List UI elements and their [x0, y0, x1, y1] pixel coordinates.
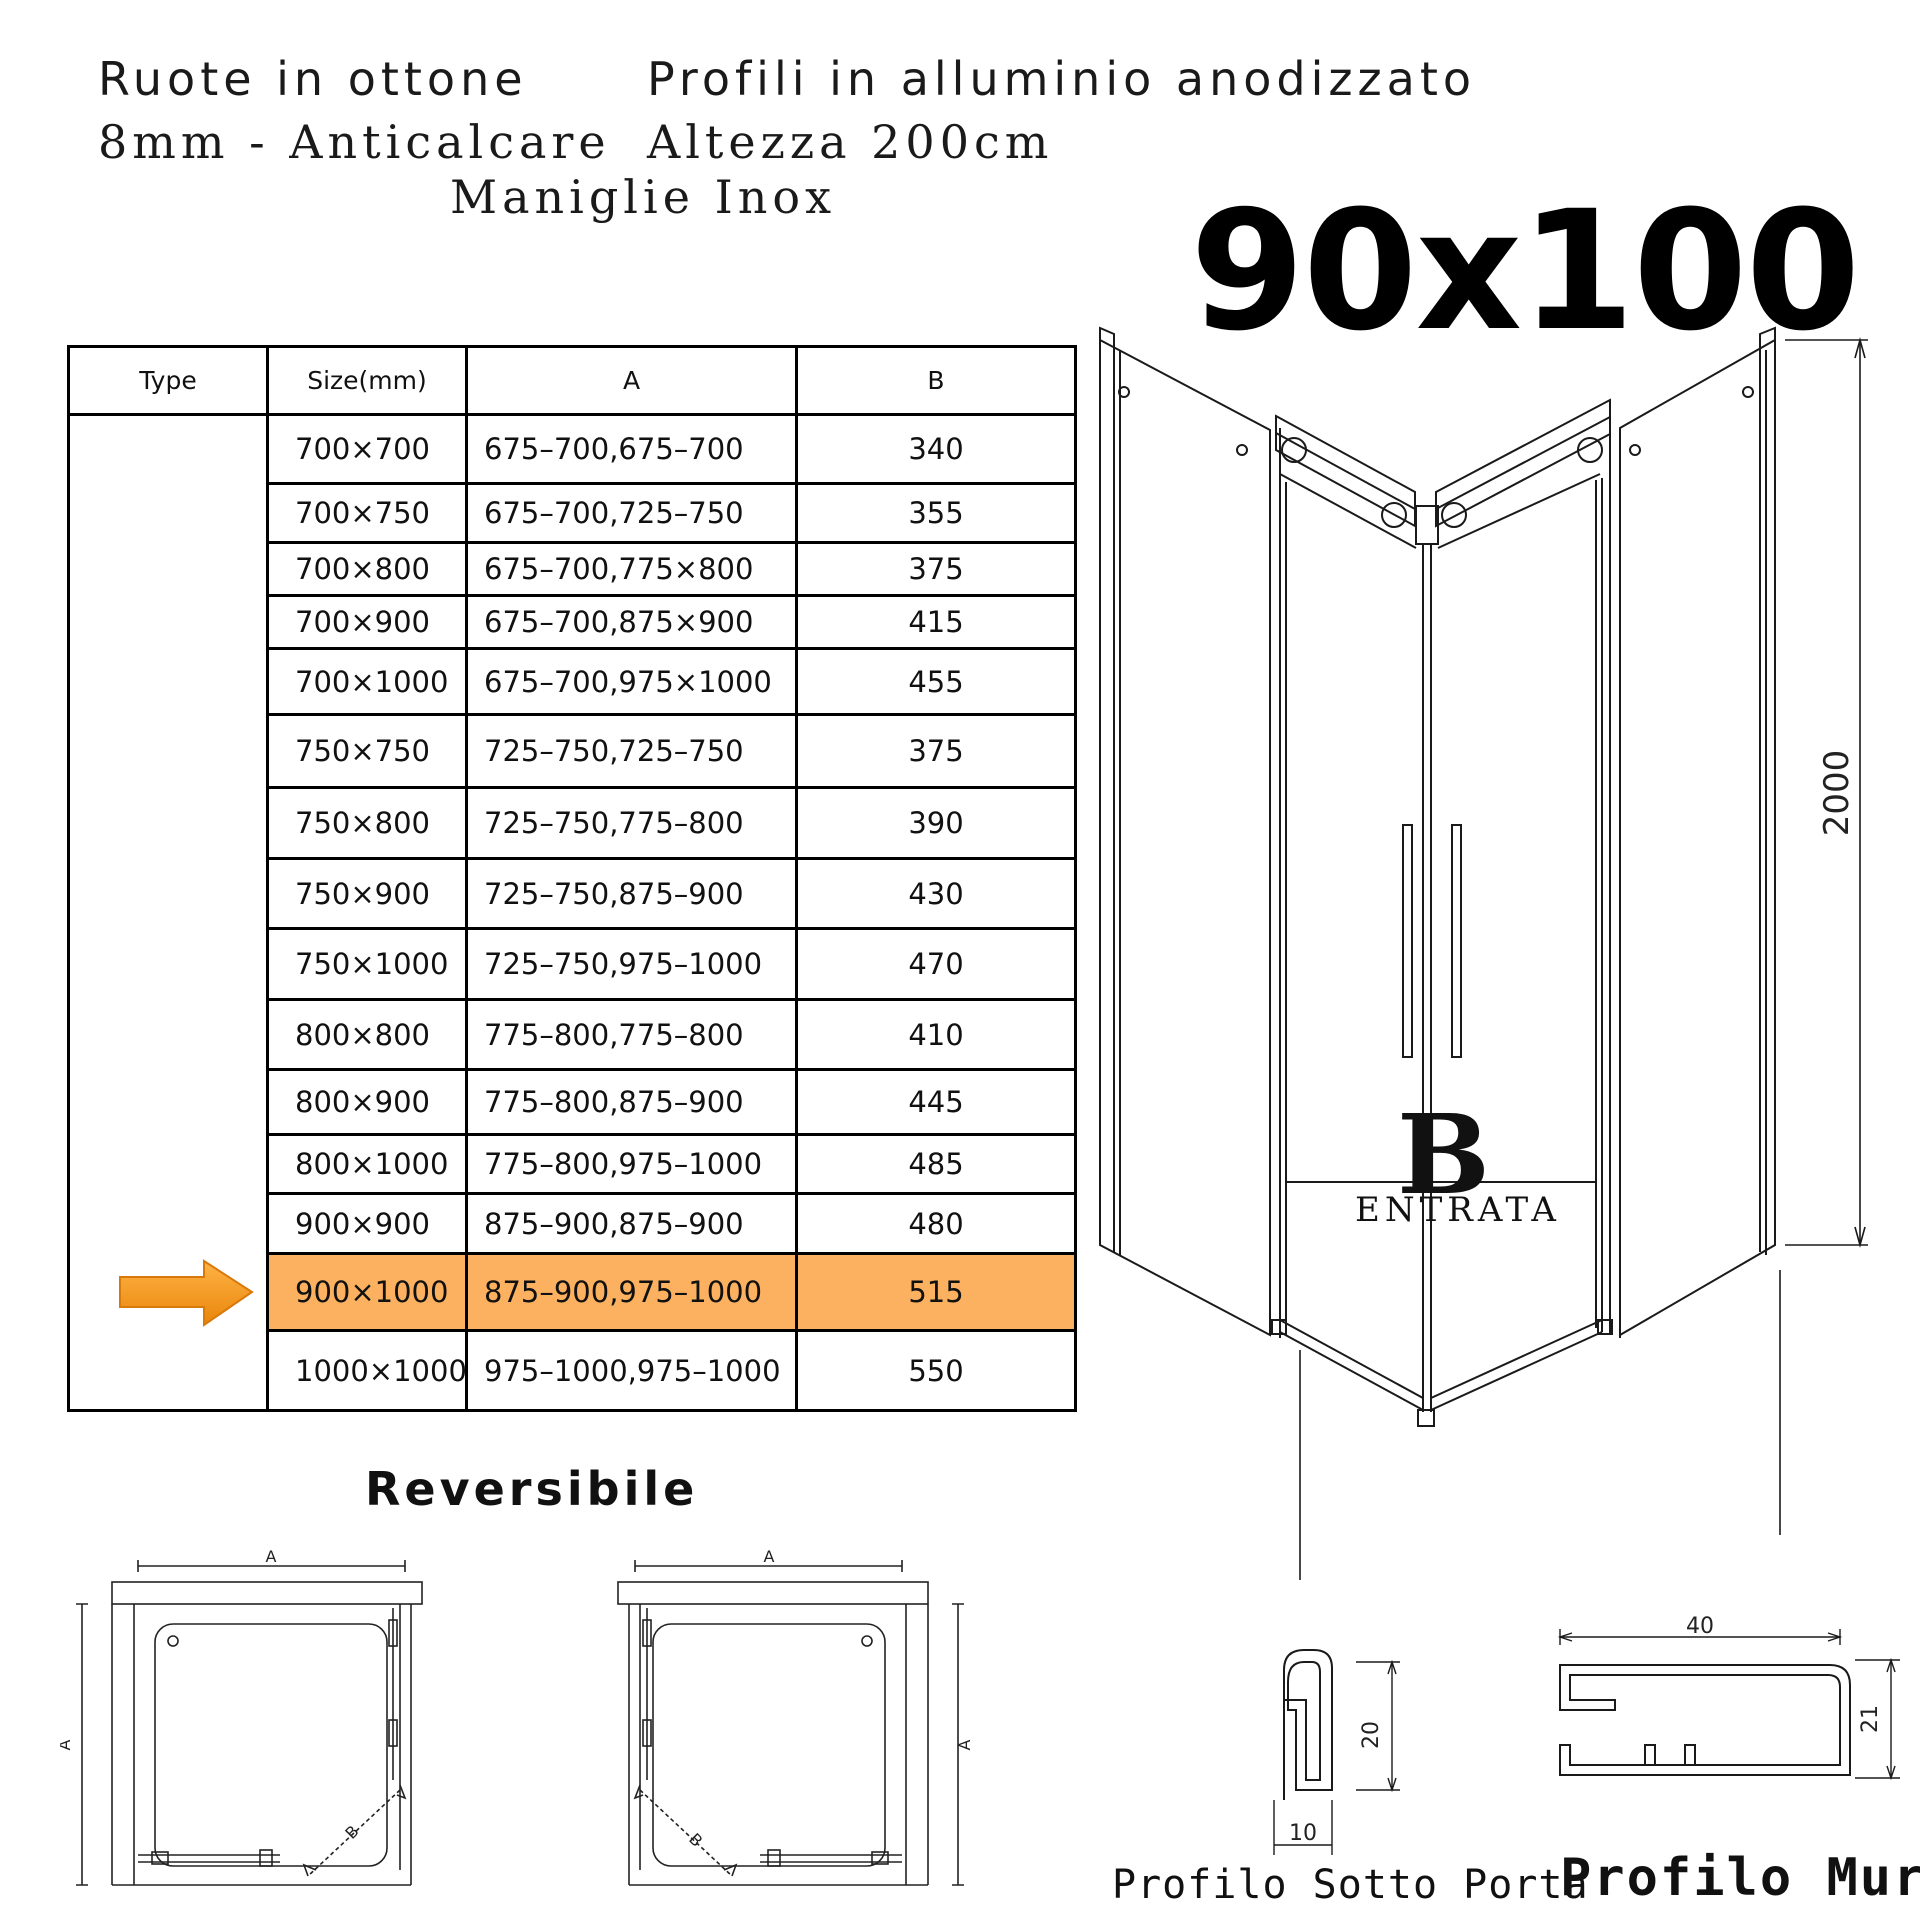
table-row-selected: 900×1000 875–900,975–1000 515 [69, 1252, 1077, 1332]
table-row: 700×900 675–700,875×900 415 [69, 594, 1077, 650]
table-row: 700×700 675–700,675–700 340 [67, 413, 1077, 1412]
b-cell: 430 [795, 857, 1077, 930]
size-cell: 700×900 [266, 594, 468, 650]
size-cell: 750×800 [266, 786, 468, 860]
size-cell: 700×800 [266, 541, 468, 597]
size-cell: 800×900 [266, 1068, 468, 1136]
reversible-label: Reversibile [365, 1462, 699, 1516]
size-cell: 900×900 [266, 1192, 468, 1255]
a-cell: 675–700,775×800 [465, 541, 798, 597]
size-title: 90x100 [1190, 175, 1860, 367]
size-cell: 800×800 [266, 998, 468, 1071]
selection-arrow-icon [119, 1259, 254, 1327]
size-cell: 700×1000 [266, 647, 468, 716]
plan-left-a-label: A [266, 1547, 277, 1566]
table-row: 750×750 725–750,725–750 375 [69, 713, 1077, 789]
wall-profile-caption: Profilo Muro [1560, 1848, 1920, 1908]
a-cell: 875–900,975–1000 [465, 1252, 798, 1332]
size-cell: 700×750 [266, 482, 468, 544]
b-cell: 445 [795, 1068, 1077, 1136]
entrance-label: ENTRATA [1355, 1190, 1561, 1230]
a-cell: 775–800,975–1000 [465, 1133, 798, 1195]
b-cell: 355 [795, 482, 1077, 544]
a-cell: 725–750,775–800 [465, 786, 798, 860]
size-cell: 800×1000 [266, 1133, 468, 1195]
size-cell: 750×750 [266, 713, 468, 789]
header-line2-right: Altezza 200cm [647, 115, 1054, 169]
b-cell: 515 [795, 1252, 1077, 1332]
size-cell: 750×900 [266, 857, 468, 930]
plan-left-b-label: B [341, 1822, 362, 1843]
table-row: 1000×1000 975–1000,975–1000 550 [69, 1329, 1077, 1412]
table-row: 700×1000 675–700,975×1000 455 [69, 647, 1077, 716]
header-line2-left: 8mm - Anticalcare [98, 115, 611, 169]
b-cell: 485 [795, 1133, 1077, 1195]
door-profile-caption: Profilo Sotto Porta [1112, 1862, 1589, 1908]
b-cell: 455 [795, 647, 1077, 716]
header-line1-right: Profili in alluminio anodizzato [647, 52, 1477, 106]
type-cell [67, 413, 269, 1412]
a-cell: 725–750,975–1000 [465, 927, 798, 1001]
table-row: 700×800 675–700,775×800 375 [69, 541, 1077, 597]
a-cell: 675–700,725–750 [465, 482, 798, 544]
plan-left-a-side-label: A [60, 1739, 74, 1750]
header-type: Type [67, 345, 269, 416]
size-cell: 1000×1000 [266, 1329, 468, 1412]
a-cell: 975–1000,975–1000 [465, 1329, 798, 1412]
table-row: 800×900 775–800,875–900 445 [69, 1068, 1077, 1136]
entrance-letter: B [1397, 1090, 1490, 1219]
a-cell: 775–800,775–800 [465, 998, 798, 1071]
table-row: 750×1000 725–750,975–1000 470 [69, 927, 1077, 1001]
b-cell: 390 [795, 786, 1077, 860]
wall-profile-height: 21 [1858, 1705, 1883, 1733]
header-line3: Maniglie Inox [450, 170, 837, 224]
b-cell: 410 [795, 998, 1077, 1071]
size-cell: 750×1000 [266, 927, 468, 1001]
floor-plan-right: A A B [617, 1547, 974, 1886]
header-line1-left: Ruote in ottone [98, 52, 528, 106]
plan-right-b-label: B [685, 1829, 706, 1850]
plan-right-a-side-label: A [955, 1739, 974, 1750]
a-cell: 675–700,975×1000 [465, 647, 798, 716]
b-cell: 550 [795, 1329, 1077, 1412]
height-dimension-label: 2000 [1817, 750, 1857, 837]
a-cell: 675–700,875×900 [465, 594, 798, 650]
b-cell: 480 [795, 1192, 1077, 1255]
b-cell: 415 [795, 594, 1077, 650]
a-cell: 875–900,875–900 [465, 1192, 798, 1255]
header-b: B [795, 345, 1077, 416]
wall-profile-drawing: 40 21 [1557, 1615, 1900, 1781]
plan-right-a-label: A [764, 1547, 775, 1566]
a-cell: 725–750,725–750 [465, 713, 798, 789]
size-cell: 900×1000 [266, 1252, 468, 1332]
b-cell: 375 [795, 713, 1077, 789]
a-cell: 675–700,675–700 [465, 413, 798, 485]
door-profile-drawing: 20 10 [1273, 1649, 1400, 1855]
wall-profile-width: 40 [1686, 1615, 1714, 1639]
a-cell: 775–800,875–900 [465, 1068, 798, 1136]
size-table: Type Size(mm) A B 700×700 675–700,675–70… [67, 345, 1077, 1412]
b-cell: 470 [795, 927, 1077, 1001]
table-row: 800×1000 775–800,975–1000 485 [69, 1133, 1077, 1195]
a-cell: 725–750,875–900 [465, 857, 798, 930]
header-a: A [465, 345, 798, 416]
door-profile-height: 20 [1359, 1721, 1384, 1749]
b-cell: 375 [795, 541, 1077, 597]
door-profile-width: 10 [1289, 1821, 1317, 1846]
table-row: 750×900 725–750,875–900 430 [69, 857, 1077, 930]
size-cell: 700×700 [266, 413, 468, 485]
table-row: 900×900 875–900,875–900 480 [69, 1192, 1077, 1255]
table-row: 700×750 675–700,725–750 355 [69, 482, 1077, 544]
shower-enclosure-drawing: 2000 [1099, 326, 1868, 1580]
table-header-row: Type Size(mm) A B [67, 345, 1077, 416]
floor-plan-left: A A B [60, 1547, 423, 1886]
table-row: 800×800 775–800,775–800 410 [69, 998, 1077, 1071]
b-cell: 340 [795, 413, 1077, 485]
table-row: 750×800 725–750,775–800 390 [69, 786, 1077, 860]
header-size: Size(mm) [266, 345, 468, 416]
